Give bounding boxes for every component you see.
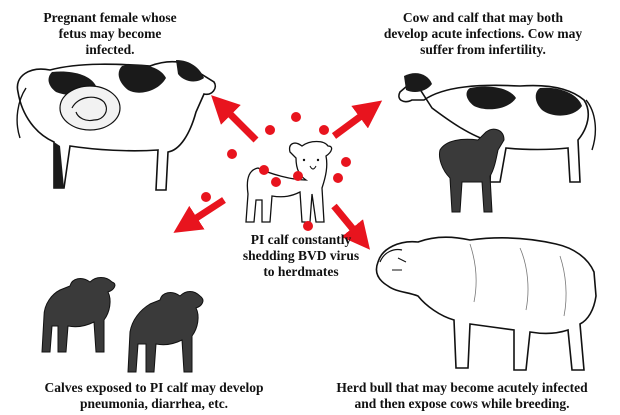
pregnant-female-label: Pregnant female whose fetus may become i…	[10, 10, 210, 58]
pi-calf-label: PI calf constantly shedding BVD virus to…	[216, 232, 386, 280]
virus-dot	[291, 112, 301, 122]
virus-dot	[271, 177, 281, 187]
arrow-to-cow-and-calf	[334, 108, 372, 136]
herd-bull-illustration	[376, 237, 596, 370]
virus-dot	[303, 221, 313, 231]
virus-dot	[227, 149, 237, 159]
virus-dot	[201, 192, 211, 202]
virus-dot	[265, 125, 275, 135]
herd-bull-label: Herd bull that may become acutely infect…	[306, 380, 618, 412]
virus-dot	[319, 125, 329, 135]
pi-calf-illustration	[246, 142, 332, 223]
virus-particles	[201, 112, 351, 231]
virus-dot	[259, 165, 269, 175]
calves-exposed-label: Calves exposed to PI calf may develop pn…	[4, 380, 304, 412]
pregnant-cow-illustration	[17, 60, 215, 190]
exposed-calves-illustration	[42, 278, 203, 373]
cow-and-calf-label: Cow and calf that may both develop acute…	[352, 10, 614, 58]
virus-dot	[333, 173, 343, 183]
arrow-to-pregnant-cow	[220, 104, 256, 140]
transmission-arrows	[184, 104, 372, 240]
virus-dot	[341, 157, 351, 167]
virus-dot	[293, 171, 303, 181]
arrow-to-exposed-calves	[184, 200, 224, 226]
cow-and-calf-illustration	[399, 73, 595, 212]
